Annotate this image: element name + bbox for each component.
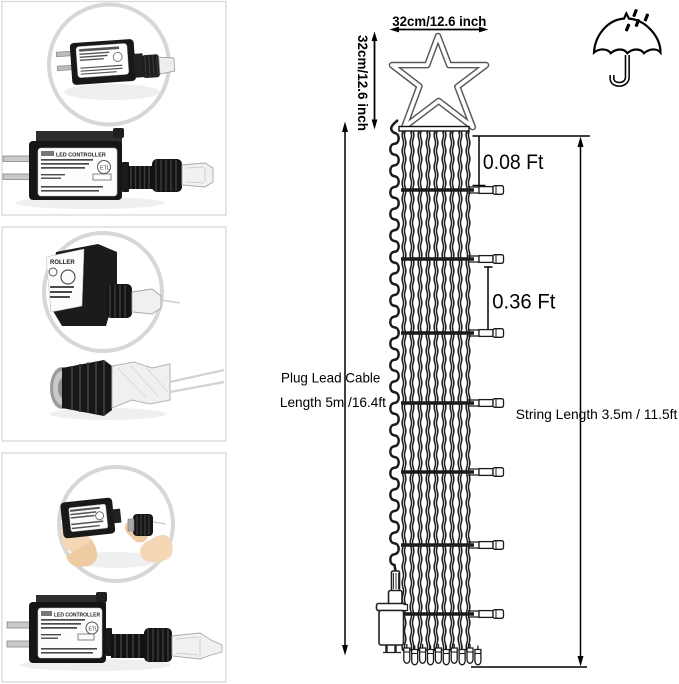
svg-text:LED CONTROLLER: LED CONTROLLER xyxy=(54,613,100,619)
svg-text:Plug Lead Cable: Plug Lead Cable xyxy=(281,370,381,386)
svg-text:Length 5m /16.4ft: Length 5m /16.4ft xyxy=(280,394,386,410)
svg-text:0.08 Ft: 0.08 Ft xyxy=(483,151,544,174)
svg-text:ROLLER: ROLLER xyxy=(50,260,75,266)
svg-text:32cm/12.6 inch: 32cm/12.6 inch xyxy=(392,13,486,29)
svg-text:ETL: ETL xyxy=(100,166,110,172)
svg-text:ETL: ETL xyxy=(89,627,98,633)
svg-text:LED CONTROLLER: LED CONTROLLER xyxy=(56,153,106,159)
svg-text:32cm/12.6 inch: 32cm/12.6 inch xyxy=(355,35,371,131)
svg-text:String Length 3.5m / 11.5ft: String Length 3.5m / 11.5ft xyxy=(516,406,678,422)
svg-text:0.36 Ft: 0.36 Ft xyxy=(492,290,555,313)
